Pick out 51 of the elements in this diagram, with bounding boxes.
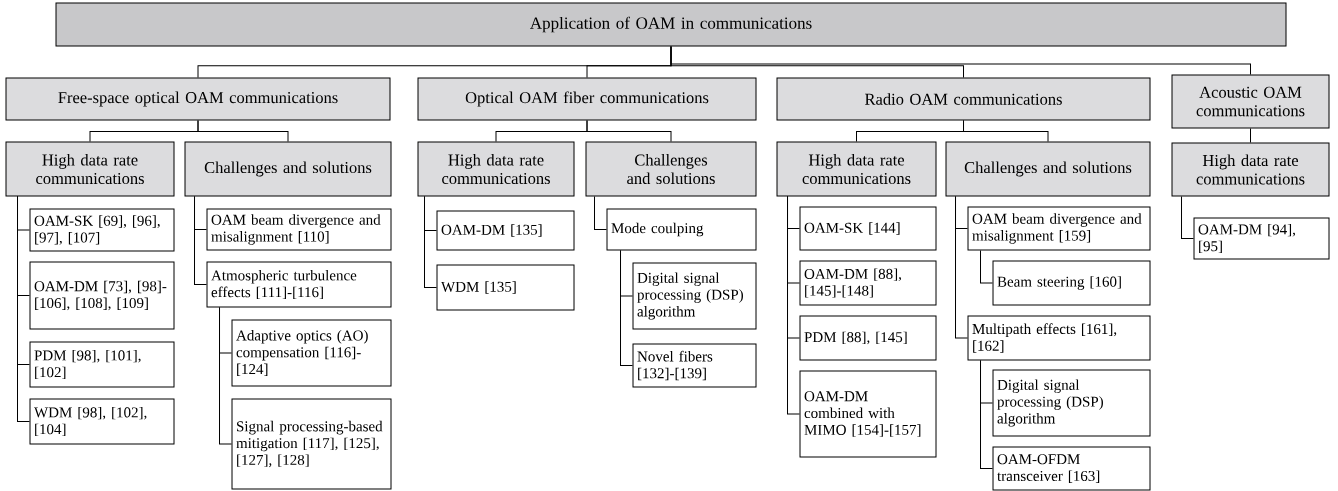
connector-line — [424, 196, 437, 288]
category-box: Free-space optical OAM communications — [5, 77, 391, 121]
category-box: Optical OAM fiber communications — [417, 77, 757, 121]
topic-box: Digital signal processing (DSP) algorithm — [632, 262, 757, 330]
connector-line — [17, 196, 30, 422]
connector-line — [194, 196, 207, 285]
topic-box: OAM-DM combined with MIMO [154]-[157] — [799, 370, 937, 458]
category-box: High data rate communications — [1171, 142, 1330, 197]
connector-line — [955, 196, 968, 339]
category-box: Challenges and solutions — [585, 141, 757, 197]
category-box: Radio OAM communications — [776, 77, 1151, 121]
topic-box: WDM [135] — [436, 264, 575, 311]
topic-box: Adaptive optics (AO) compensation [116]-[124] — [231, 319, 392, 387]
connector-line — [594, 196, 607, 230]
topic-box: OAM-DM [88], [145]-[148] — [799, 260, 937, 306]
topic-box: OAM-DM [73], [98]-[106], [108], [109] — [29, 261, 175, 330]
connector-line — [670, 46, 1251, 75]
topic-box: Beam steering [160] — [992, 260, 1151, 306]
topic-box: Atmospheric turbulence effects [111]-[116] — [206, 261, 392, 308]
topic-box: OAM-SK [69], [96], [97], [107] — [29, 208, 175, 252]
topic-box: OAM-OFDM transceiver [163] — [992, 446, 1151, 491]
connector-line — [980, 250, 993, 284]
connector-line — [963, 120, 1049, 142]
category-box: Challenges and solutions — [945, 141, 1151, 197]
topic-box: Signal processing-based mitigation [117], [125], [127], [128] — [231, 398, 392, 490]
connector-line — [787, 196, 800, 415]
topic-box: OAM-DM [135] — [436, 210, 575, 251]
connector-line — [1250, 128, 1251, 143]
topic-box: Mode coulping — [606, 208, 757, 251]
topic-box: Digital signal processing (DSP) algorithm — [992, 369, 1151, 437]
topic-box: PDM [98], [101], [102] — [29, 341, 175, 388]
topic-box: OAM-DM [94], [95] — [1193, 217, 1330, 260]
category-box: High data rate communications — [776, 141, 937, 197]
category-box: Acoustic OAM communications — [1171, 74, 1330, 129]
connector-line — [219, 307, 232, 445]
connector-line — [586, 120, 672, 142]
topic-box: Multipath effects [161], [162] — [967, 315, 1151, 361]
topic-box: OAM-SK [144] — [799, 206, 937, 251]
topic-box: WDM [98], [102], [104] — [29, 398, 175, 445]
topic-box: OAM beam divergence and misalignment [159] — [967, 206, 1151, 251]
category-box: Challenges and solutions — [184, 141, 392, 197]
category-box: High data rate communications — [417, 141, 575, 197]
connector-line — [197, 120, 289, 142]
category-box: High data rate communications — [5, 141, 175, 197]
topic-box: OAM beam divergence and misalignment [110] — [206, 208, 392, 251]
connector-line — [1181, 196, 1194, 239]
title-box: Application of OAM in communications — [55, 2, 1287, 47]
connector-line — [980, 360, 993, 469]
topic-box: PDM [88], [145] — [799, 315, 937, 361]
connector-line — [620, 250, 633, 366]
topic-box: Novel fibers [132]-[139] — [632, 343, 757, 388]
